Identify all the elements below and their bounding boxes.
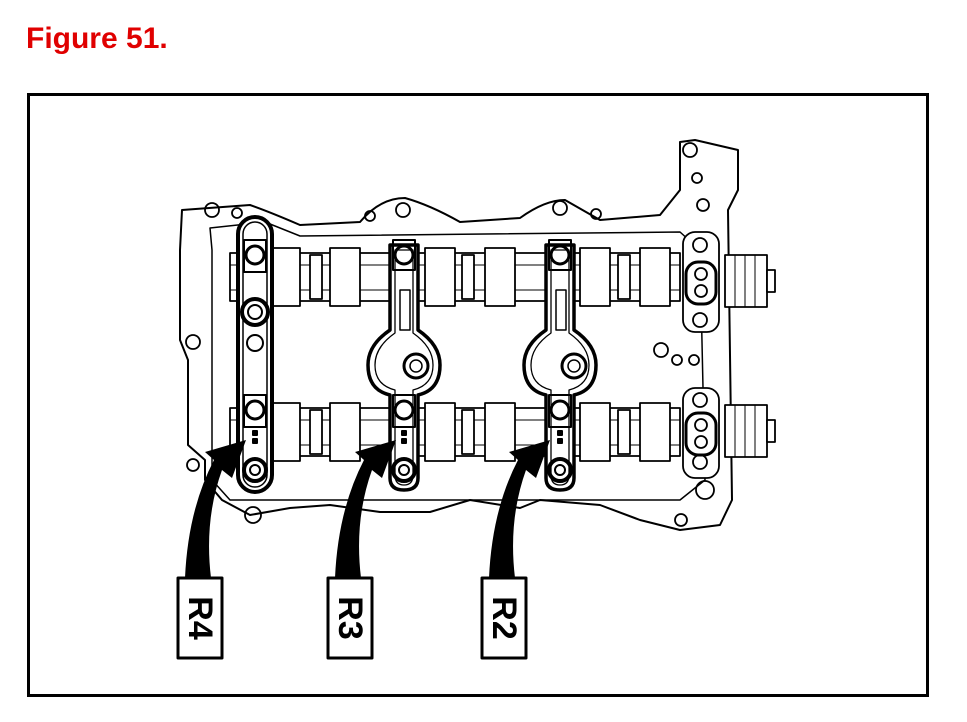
upper-camshaft [229,247,681,307]
label-r2: R2 [485,596,523,639]
label-r3-box: R3 [326,576,374,660]
lower-camshaft [229,402,681,462]
label-r2-box: R2 [480,576,528,660]
figure-frame [27,93,929,697]
cylinder-head-inner-outline [209,221,706,501]
arrow-r3 [335,440,396,578]
camshaft-end-caps [682,231,776,479]
outline-bolt-holes [185,142,715,527]
arrow-r4 [185,440,246,578]
bearing-cap-r3 [366,239,442,492]
callout-arrows [185,440,550,578]
bearing-cap-r2 [522,239,598,492]
arrow-r2 [489,440,550,578]
cylinder-head-outline [179,139,739,531]
label-r3: R3 [331,596,369,639]
bearing-cap-r4 [236,215,274,494]
label-r4: R4 [181,596,219,640]
figure-title: Figure 51. [26,22,168,55]
label-r4-box: R4 [176,576,224,660]
